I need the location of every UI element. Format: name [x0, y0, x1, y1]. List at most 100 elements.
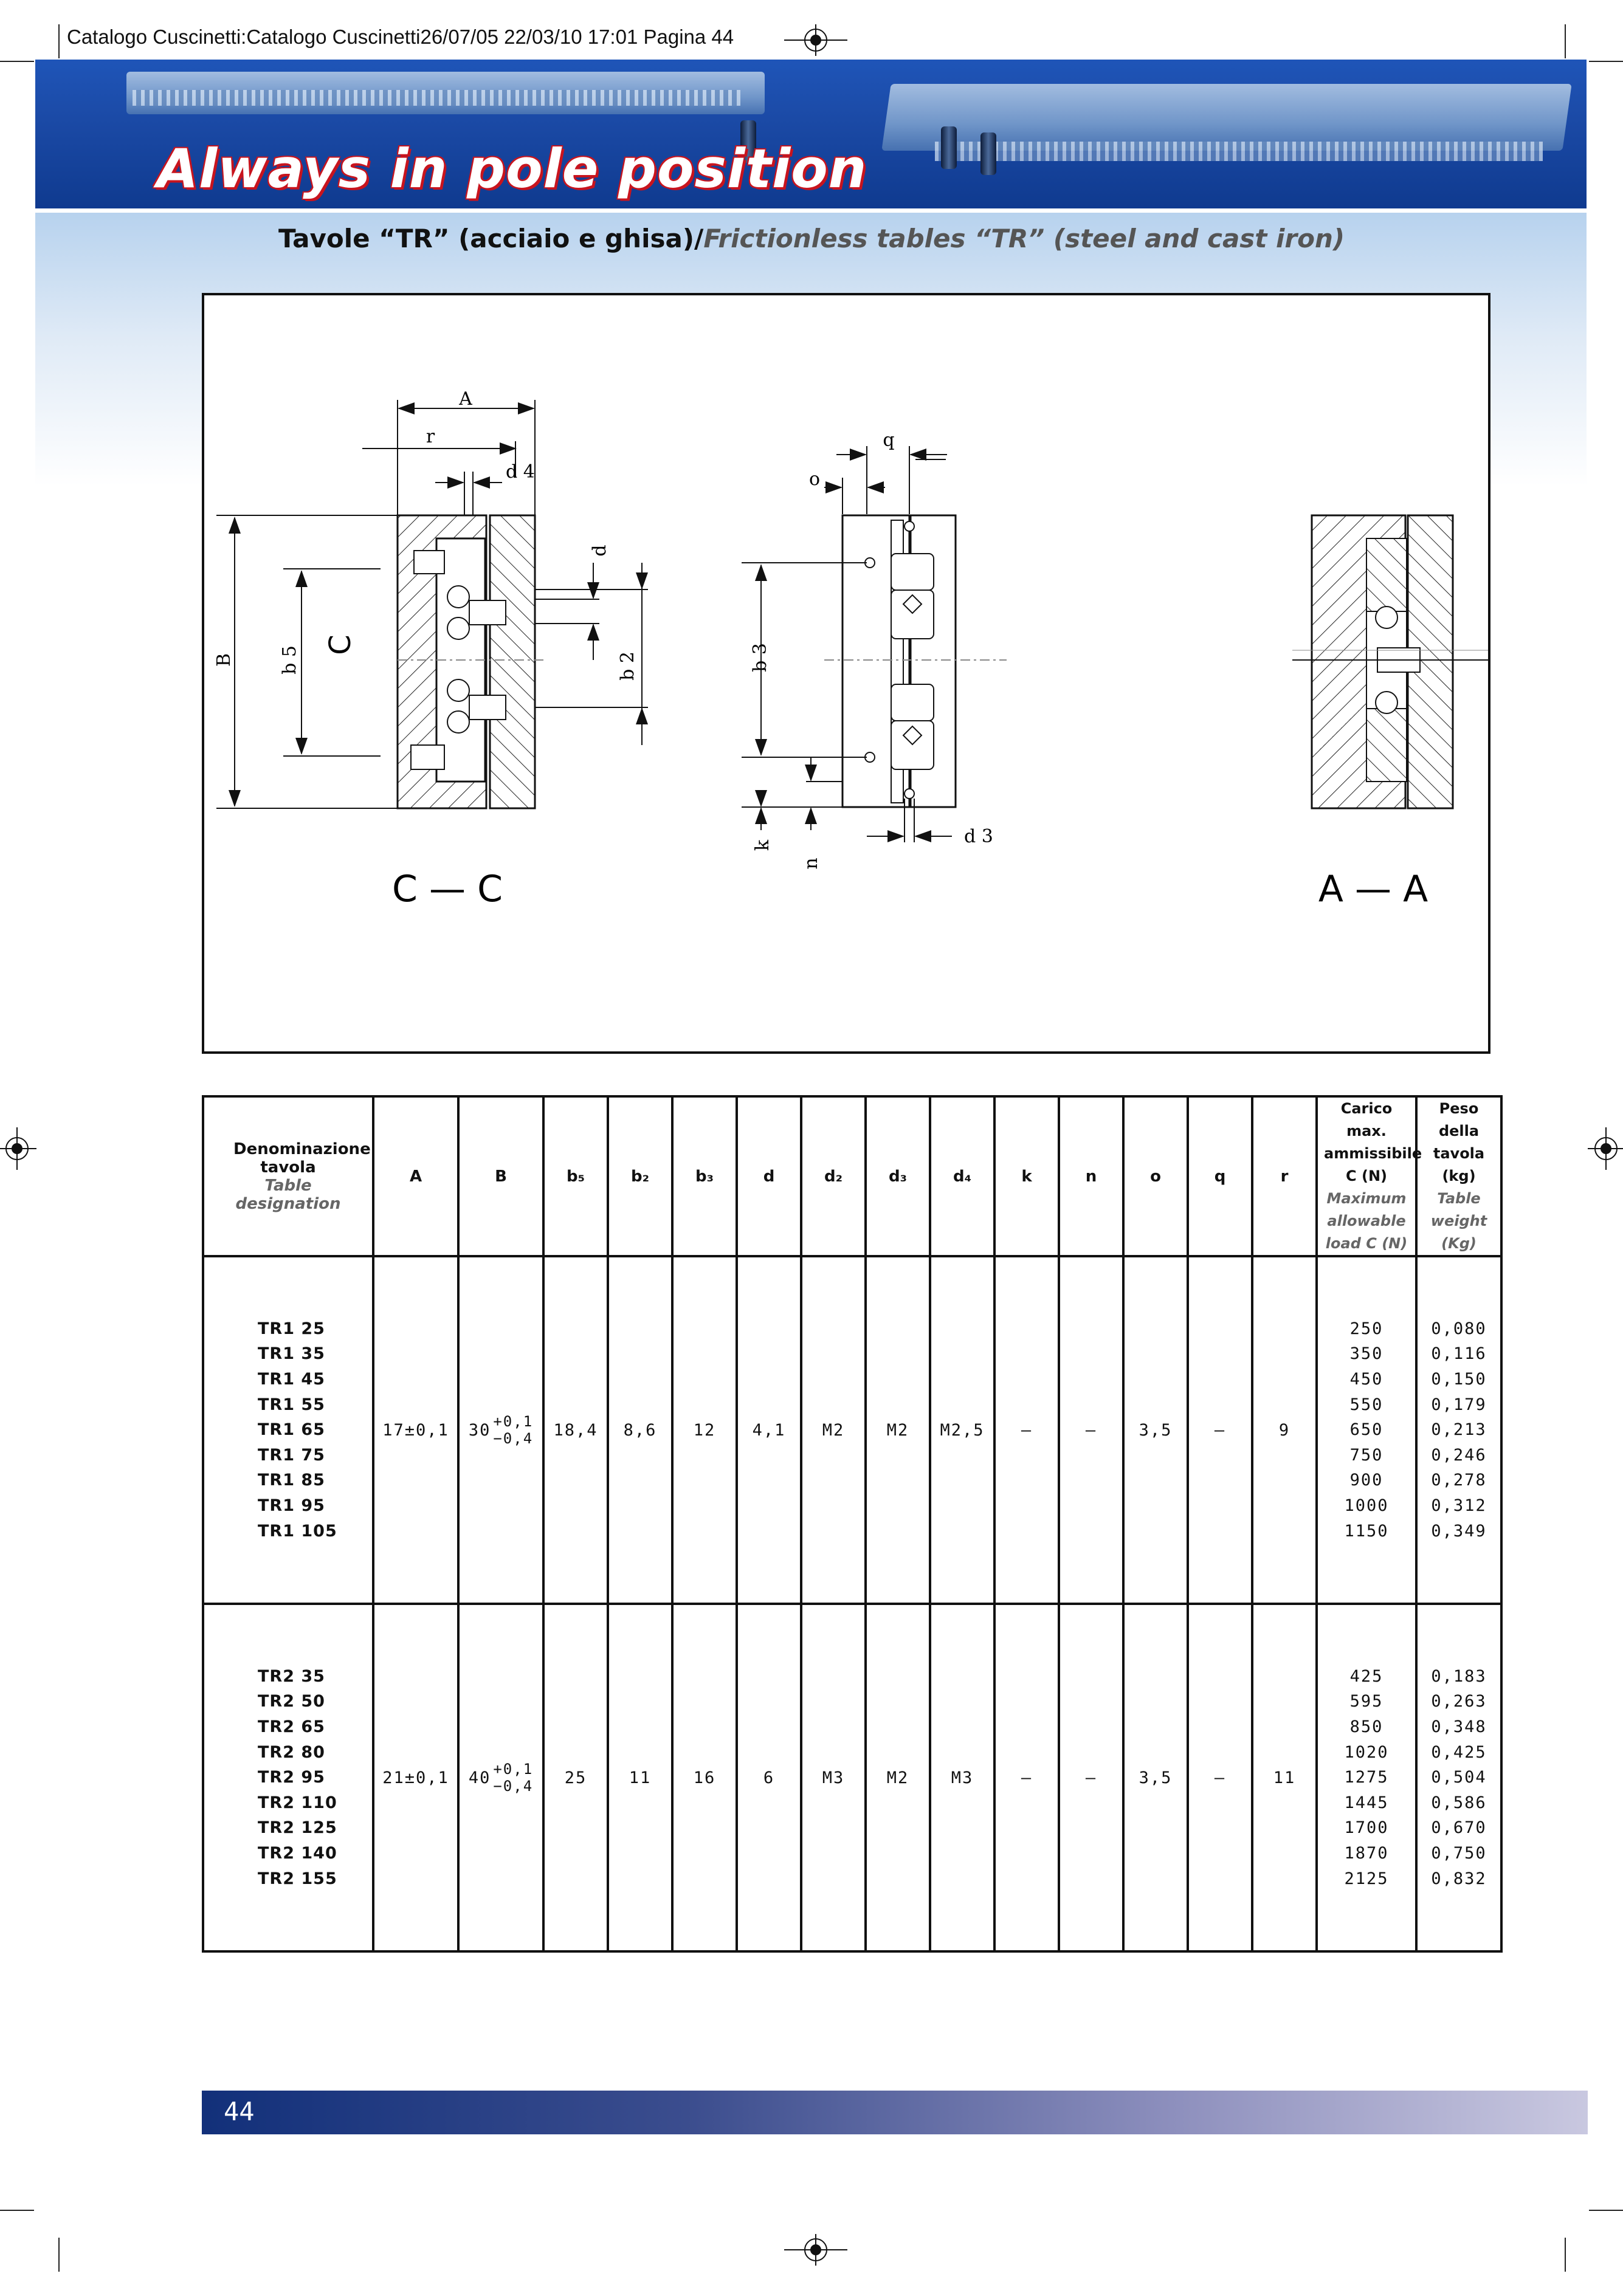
crop-mark [58, 2238, 60, 2272]
weight-value: 0,263 [1431, 1692, 1487, 1711]
value-B: 30+0,1−0,4 [457, 1255, 545, 1605]
value-n: – [1058, 1255, 1125, 1605]
designation: TR2 50 [258, 1692, 325, 1711]
crop-mark [0, 2210, 34, 2211]
value-k: – [993, 1603, 1060, 1953]
designation: TR2 35 [258, 1666, 325, 1686]
value-B-minus: −0,4 [493, 1778, 534, 1795]
dim-label-o: o [809, 469, 820, 490]
value-B: 40+0,1−0,4 [457, 1603, 545, 1953]
header-load-it: Carico max. ammissibile C (N) [1324, 1100, 1422, 1184]
header-d: d [736, 1095, 802, 1257]
dim-label-r: r [426, 426, 435, 447]
designation: TR2 80 [258, 1742, 325, 1762]
load-value: 850 [1349, 1717, 1384, 1737]
header-A: A [372, 1095, 460, 1257]
designation: TR2 95 [258, 1768, 325, 1787]
banner-rail-teeth [935, 142, 1543, 161]
value-d2: M2 [800, 1255, 867, 1605]
load-value: 550 [1349, 1395, 1384, 1414]
value-B-base: 30 [468, 1420, 491, 1440]
registration-mark-icon [784, 2234, 847, 2266]
designation: TR1 45 [258, 1370, 325, 1389]
header-n: n [1058, 1095, 1125, 1257]
crop-mark [0, 61, 34, 62]
value-d4: M2,5 [929, 1255, 996, 1605]
registration-mark-icon [1588, 1127, 1623, 1170]
designation: TR1 65 [258, 1420, 325, 1440]
header-designation-it: Denominazione tavola [233, 1139, 371, 1177]
header-designation-en: Table designation [235, 1176, 341, 1213]
weight-value: 0,183 [1431, 1666, 1487, 1686]
crop-mark [1565, 2238, 1566, 2272]
header-b3: b₃ [671, 1095, 738, 1257]
weight-value: 0,312 [1431, 1496, 1487, 1515]
dim-label-d3: d 3 [964, 826, 993, 847]
value-d: 6 [736, 1603, 802, 1953]
value-d4: M3 [929, 1603, 996, 1953]
header-weight: Peso della tavola (kg) Table weight (Kg) [1415, 1095, 1503, 1257]
header-load-en: Maximum allowable load C (N) [1325, 1190, 1408, 1252]
registration-mark-icon [0, 1127, 36, 1170]
value-b2: 11 [607, 1603, 674, 1953]
designation: TR1 85 [258, 1471, 325, 1490]
header-q: q [1187, 1095, 1253, 1257]
designation: TR1 25 [258, 1319, 325, 1338]
value-A: 17±0,1 [372, 1255, 460, 1605]
load-value: 2125 [1344, 1869, 1389, 1888]
designation: TR2 125 [258, 1818, 337, 1838]
dim-label-A: A [458, 388, 472, 410]
designation: TR1 95 [258, 1496, 325, 1515]
value-o: 3,5 [1122, 1603, 1189, 1953]
weight-value: 0,080 [1431, 1319, 1487, 1338]
banner-screw-graphic [740, 120, 756, 163]
title-italian: Tavole “TR” (acciaio e ghisa)/ [278, 224, 704, 253]
value-d3: M2 [864, 1603, 931, 1953]
crop-mark [1589, 61, 1623, 62]
header-d4: d₄ [929, 1095, 996, 1257]
load-value: 1020 [1344, 1742, 1389, 1762]
registration-mark-icon [784, 24, 847, 56]
crop-mark [1565, 24, 1566, 58]
value-r: 11 [1251, 1603, 1318, 1953]
value-d: 4,1 [736, 1255, 802, 1605]
value-B-plus: +0,1 [493, 1413, 534, 1430]
weight-value: 0,425 [1431, 1742, 1487, 1762]
top-view: q o b 3 k n d 3 [742, 430, 1007, 870]
designation: TR1 55 [258, 1395, 325, 1414]
designation: TR1 35 [258, 1344, 325, 1364]
header-d3: d₃ [864, 1095, 931, 1257]
table-row-tr1: TR1 25 TR1 35 TR1 45 TR1 55 TR1 65 TR1 7… [202, 1255, 1503, 1605]
crop-mark [58, 24, 60, 58]
designation: TR2 155 [258, 1869, 337, 1888]
dim-label-q: q [883, 430, 894, 451]
load-value: 1000 [1344, 1496, 1389, 1515]
header-banner: Always in pole position [35, 60, 1587, 208]
value-o: 3,5 [1122, 1255, 1189, 1605]
weight-value: 0,504 [1431, 1768, 1487, 1787]
load-value: 750 [1349, 1445, 1384, 1465]
load-value: 450 [1349, 1370, 1384, 1389]
load-value: 425 [1349, 1666, 1384, 1686]
header-k: k [993, 1095, 1060, 1257]
designation: TR2 65 [258, 1717, 325, 1737]
designation: TR2 110 [258, 1793, 337, 1812]
header-d2: d₂ [800, 1095, 867, 1257]
value-B-base: 40 [468, 1768, 491, 1787]
load-value: 350 [1349, 1344, 1384, 1364]
designation-list: TR1 25 TR1 35 TR1 45 TR1 55 TR1 65 TR1 7… [202, 1255, 374, 1605]
title-english: Frictionless tables “TR” (steel and cast… [703, 224, 1345, 253]
dim-label-d: d [589, 545, 610, 556]
load-list: 425 595 850 1020 1275 1445 1700 1870 212… [1315, 1603, 1418, 1953]
header-o: o [1122, 1095, 1189, 1257]
value-d3: M2 [864, 1255, 931, 1605]
load-value: 650 [1349, 1420, 1384, 1440]
header-b2: b₂ [607, 1095, 674, 1257]
weight-value: 0,349 [1431, 1521, 1487, 1541]
header-B: B [457, 1095, 545, 1257]
header-r: r [1251, 1095, 1318, 1257]
weight-value: 0,246 [1431, 1445, 1487, 1465]
weight-value: 0,670 [1431, 1818, 1487, 1838]
value-b2: 8,6 [607, 1255, 674, 1605]
weight-value: 0,278 [1431, 1471, 1487, 1490]
